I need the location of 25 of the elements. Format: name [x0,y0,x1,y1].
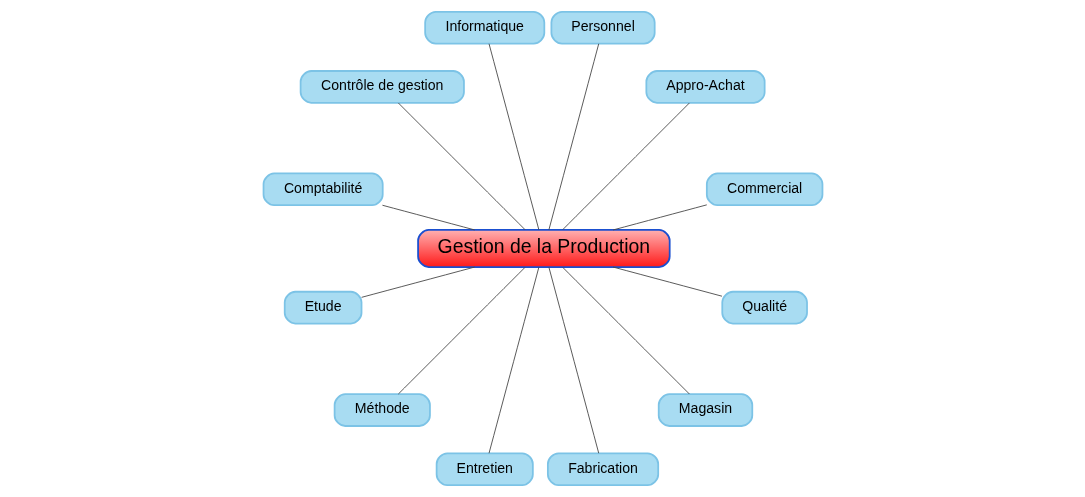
connector [548,266,599,454]
node-box: Méthode [333,393,431,427]
node-box: Comptabilité [262,172,384,207]
node-box: Commercial [705,172,823,207]
node-box: Appro-Achat [644,70,766,104]
connector [488,43,539,231]
node-box: Contrôle de gestion [299,70,465,104]
connector [488,266,539,454]
connector [612,204,707,231]
connector [397,102,525,231]
node-box: Fabrication [546,452,659,487]
connector [612,266,722,297]
node-box: Personnel [550,10,656,45]
node-box: Gestion de la Production [416,229,671,268]
connector [397,266,525,395]
node-box: Entretien [435,452,534,487]
connector [561,266,690,395]
connector [360,266,475,298]
node-box: Qualité [720,290,808,325]
connector [381,204,475,231]
connector [561,102,690,231]
node-box: Etude [283,290,362,325]
node-box: Informatique [423,10,545,45]
node-box: Magasin [657,393,753,427]
connector [548,43,599,231]
